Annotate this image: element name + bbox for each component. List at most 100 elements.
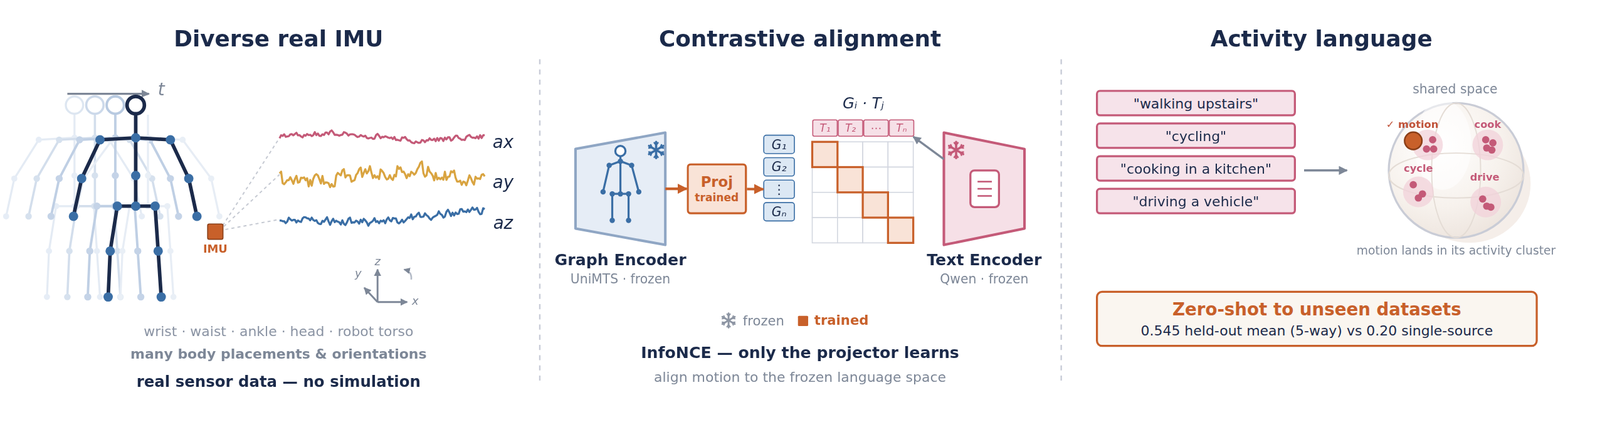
skeleton-joint	[11, 175, 18, 182]
result-box: Zero-shot to unseen datasets0.545 held-o…	[1095, 290, 1538, 348]
icon-bone	[619, 152, 622, 162]
panel-summary: real sensor data — no simulation	[136, 373, 421, 392]
encoder-outline	[943, 132, 1025, 246]
snowflake-branch	[722, 321, 725, 324]
cluster-point	[1430, 145, 1438, 153]
embedding-name: ⋮	[772, 181, 785, 197]
panel-separator	[539, 58, 541, 384]
panel-title: Contrastive alignment	[658, 25, 942, 52]
skeleton-bone	[81, 139, 100, 179]
embedding-name: T₁	[819, 121, 831, 135]
snowflake-branch	[648, 151, 652, 153]
snowflake-arm	[949, 146, 964, 155]
matrix-cell	[812, 217, 838, 243]
text-embedding: T₁	[812, 119, 839, 137]
box-title: Proj	[700, 173, 733, 191]
skeleton-joint	[25, 213, 32, 220]
skeleton-bone	[146, 137, 149, 176]
skeleton-joint	[33, 175, 40, 182]
snowflake-branch	[954, 154, 957, 157]
cluster-point	[1414, 194, 1422, 202]
encoder-detail: UniMTS · frozen	[570, 270, 671, 286]
matrix-cell	[887, 141, 913, 167]
embedding-name: G₁	[771, 136, 787, 152]
skeleton-joint	[35, 136, 43, 143]
encoder-outline	[575, 132, 666, 246]
text-encoder: Text EncoderQwen · frozen	[943, 132, 1025, 246]
skeleton-joint	[86, 247, 94, 255]
activity-prompt: "cycling"	[1095, 122, 1296, 149]
icon-joint	[600, 189, 606, 195]
leader-line	[219, 174, 280, 231]
snowflake-branch	[960, 151, 964, 153]
skeleton-bone	[134, 137, 138, 176]
skeleton-head	[86, 96, 105, 115]
skeleton-bone	[188, 178, 197, 217]
activity-prompt: "walking upstairs"	[1095, 89, 1296, 116]
skeleton-joint	[94, 247, 101, 254]
connector-arrow	[665, 187, 687, 190]
cluster-point	[1428, 136, 1437, 144]
skeleton-bone	[170, 178, 179, 217]
encoder-name: Text Encoder	[926, 250, 1042, 270]
document-line	[977, 194, 992, 197]
skeleton-joint	[137, 293, 145, 301]
skeleton-joint	[156, 213, 164, 220]
panel-separator	[1060, 58, 1062, 384]
encoder-detail: Qwen · frozen	[939, 270, 1029, 286]
legend-symbol	[720, 312, 737, 329]
skeleton-bone	[154, 206, 158, 252]
skeleton-figure	[72, 96, 223, 301]
skeleton-figure	[3, 96, 145, 301]
skeleton-joint	[95, 134, 105, 145]
connector-arrow	[913, 136, 945, 160]
skeleton-joint	[84, 293, 91, 301]
skeleton-joint	[3, 213, 10, 220]
prompt-text: "walking upstairs"	[1133, 94, 1259, 111]
axis-label: x	[411, 295, 419, 309]
skeleton-joint	[112, 201, 123, 211]
skeleton-joint	[179, 136, 186, 143]
text-embedding: T₂	[837, 119, 864, 137]
skeleton-joint	[47, 212, 55, 220]
matrix-cell	[887, 167, 913, 193]
cluster-label: cycle	[1403, 162, 1434, 175]
snowflake-icon	[648, 141, 664, 158]
snowflake-branch	[648, 146, 652, 149]
skeleton-joint	[216, 213, 223, 220]
icon-bone	[627, 193, 630, 221]
snowflake-arm	[954, 141, 958, 158]
skeleton-joint	[144, 172, 152, 179]
skeleton-bone	[120, 250, 123, 297]
skeleton-bone	[146, 175, 149, 207]
skeleton-joint	[184, 173, 194, 184]
skeleton-joint	[71, 172, 78, 179]
matrix-diagonal-cell	[887, 217, 913, 243]
encoder-name: Graph Encoder	[554, 250, 687, 270]
skeleton-joint	[103, 292, 113, 302]
document-icon	[970, 170, 1000, 208]
skeleton-joint	[97, 294, 104, 301]
snowflake-branch	[956, 154, 958, 157]
snowflake-branch	[727, 324, 730, 327]
snowflake-branch	[660, 144, 663, 148]
space-caption: motion lands in its activity cluster	[1356, 244, 1556, 259]
skeleton-joint	[208, 175, 215, 182]
skeleton-joint	[166, 174, 174, 182]
result-detail: 0.545 held-out mean (5-way) vs 0.20 sing…	[1140, 322, 1493, 339]
time-axis-label: t	[157, 79, 165, 100]
icon-joint	[636, 189, 642, 195]
icon-joint	[625, 217, 631, 223]
axis-arrow	[377, 300, 407, 303]
skeleton-bone	[167, 206, 171, 252]
snowflake-branch	[660, 151, 664, 153]
icon-joint	[625, 191, 631, 197]
skeleton-bone	[58, 139, 80, 179]
skeleton-joint	[63, 293, 71, 300]
matrix-cell	[887, 192, 913, 218]
cluster-point	[1422, 145, 1431, 153]
icon-bone	[612, 193, 629, 195]
